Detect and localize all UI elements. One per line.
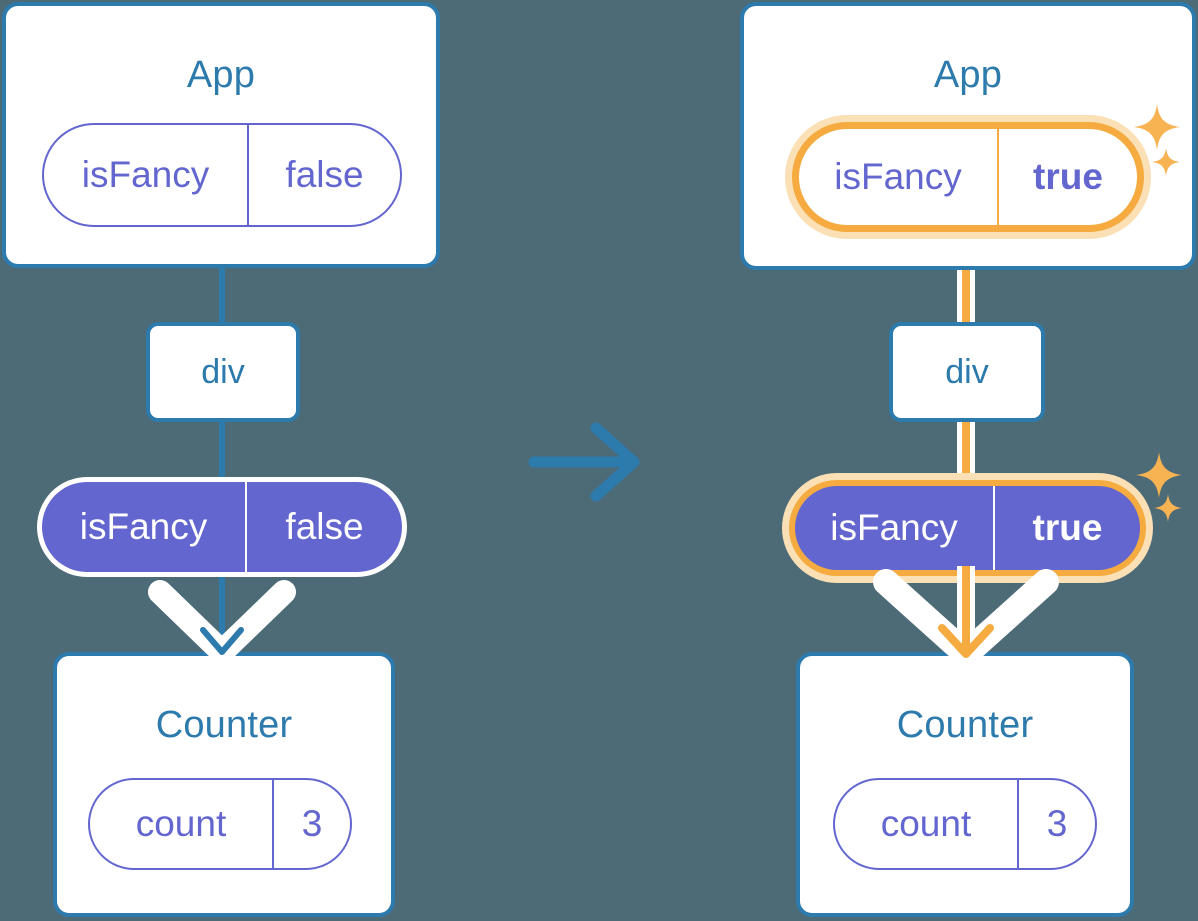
div-label-before: div [201,352,245,391]
sparkle-small-icon [1152,148,1180,176]
sparkle-small-icon [1154,494,1182,522]
prop-pill-value-before: false [285,506,364,547]
counter-title-before: Counter [155,704,293,746]
counter-state-pill-key-after: count [835,780,1019,868]
app-title-after: App [933,54,1003,96]
counter-title-after: Counter [896,704,1034,746]
app-state-pill-key-after: isFancy [799,129,999,225]
counter-state-pill-key-before: count [90,780,274,868]
div-label-after: div [945,352,989,391]
sparkle-large-icon [1136,452,1182,498]
app-title-before: App [186,54,256,96]
counter-state-pill-before: count 3 [88,778,352,870]
prop-pill-key-before: isFancy [42,482,247,572]
div-box-after: div [889,322,1045,422]
prop-pill-before: isFancy false [42,482,402,572]
prop-pill-key-after: isFancy [795,486,995,570]
sparkle-large-icon [1134,104,1180,150]
counter-state-pill-value-after: 3 [1046,803,1068,844]
app-state-pill-after: isFancy true [792,122,1144,232]
div-box-before: div [146,322,300,422]
prop-pill-value-after: true [1032,507,1103,548]
app-state-pill-before: isFancy false [42,123,402,227]
counter-state-pill-after: count 3 [833,778,1097,870]
counter-state-pill-value-before: 3 [301,803,323,844]
prop-pill-after: isFancy true [795,486,1140,570]
app-state-pill-value-after: true [1033,156,1103,197]
app-state-pill-value-before: false [285,154,364,195]
app-state-pill-key-before: isFancy [44,125,249,225]
transition-arrow-icon [528,422,640,502]
